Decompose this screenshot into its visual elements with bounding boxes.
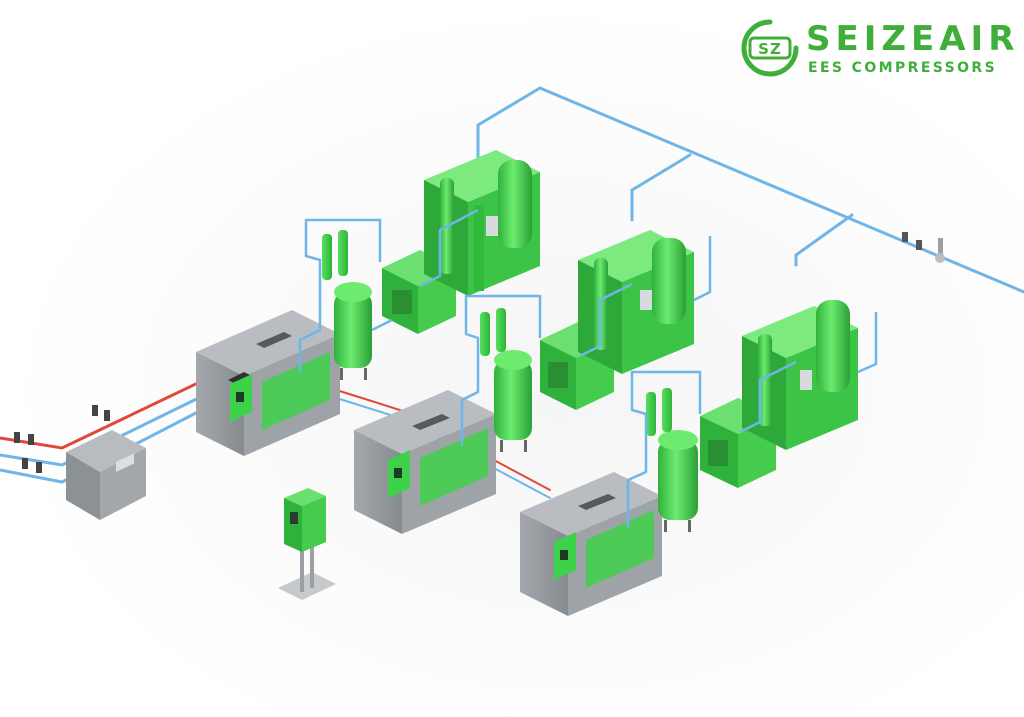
header-valves xyxy=(902,232,945,263)
line-filters-1 xyxy=(322,230,348,280)
master-controller-cabinet xyxy=(66,430,146,520)
unit-2-piping xyxy=(460,236,712,446)
adsorption-dryer-1 xyxy=(424,150,540,296)
compressor-unit-2 xyxy=(354,390,496,534)
line-filters-2 xyxy=(480,308,506,356)
compressor-unit-1 xyxy=(196,310,340,456)
brand-name: SEIZEAIR xyxy=(806,19,1020,59)
main-air-header-pipe xyxy=(476,86,1024,294)
air-receiver-tank-3 xyxy=(658,430,698,532)
inlet-valves xyxy=(14,405,110,473)
unit-3-piping xyxy=(626,312,878,528)
air-receiver-tank-1 xyxy=(334,282,372,380)
compressor-unit-3 xyxy=(520,472,662,616)
control-panel-stand xyxy=(278,488,336,600)
unit-1-piping xyxy=(298,208,479,372)
air-receiver-tank-2 xyxy=(494,350,532,452)
brand-tagline: EES COMPRESSORS xyxy=(808,60,998,76)
adsorption-dryer-2 xyxy=(578,230,694,374)
line-filters-3 xyxy=(646,388,672,436)
brand-logo-block: SZ SEIZEAIR EES COMPRESSORS xyxy=(740,18,1020,82)
svg-text:SZ: SZ xyxy=(758,40,782,58)
adsorption-dryer-3 xyxy=(742,300,858,450)
brand-logo-icon: SZ xyxy=(741,19,799,77)
